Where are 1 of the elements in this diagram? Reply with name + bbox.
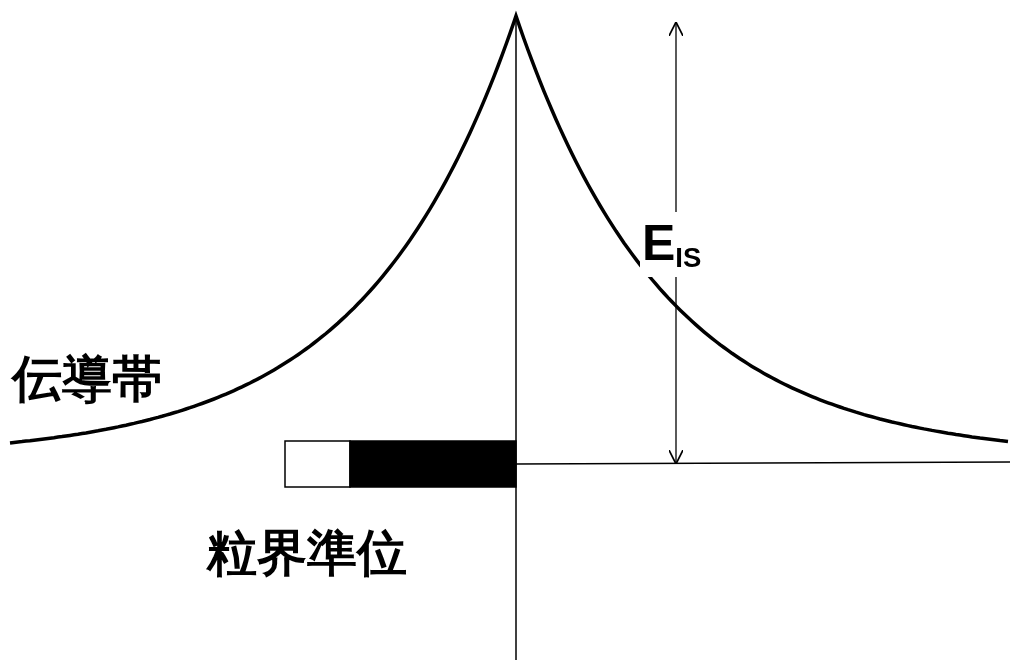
- energy-label: E$_{IS}$: [640, 212, 704, 278]
